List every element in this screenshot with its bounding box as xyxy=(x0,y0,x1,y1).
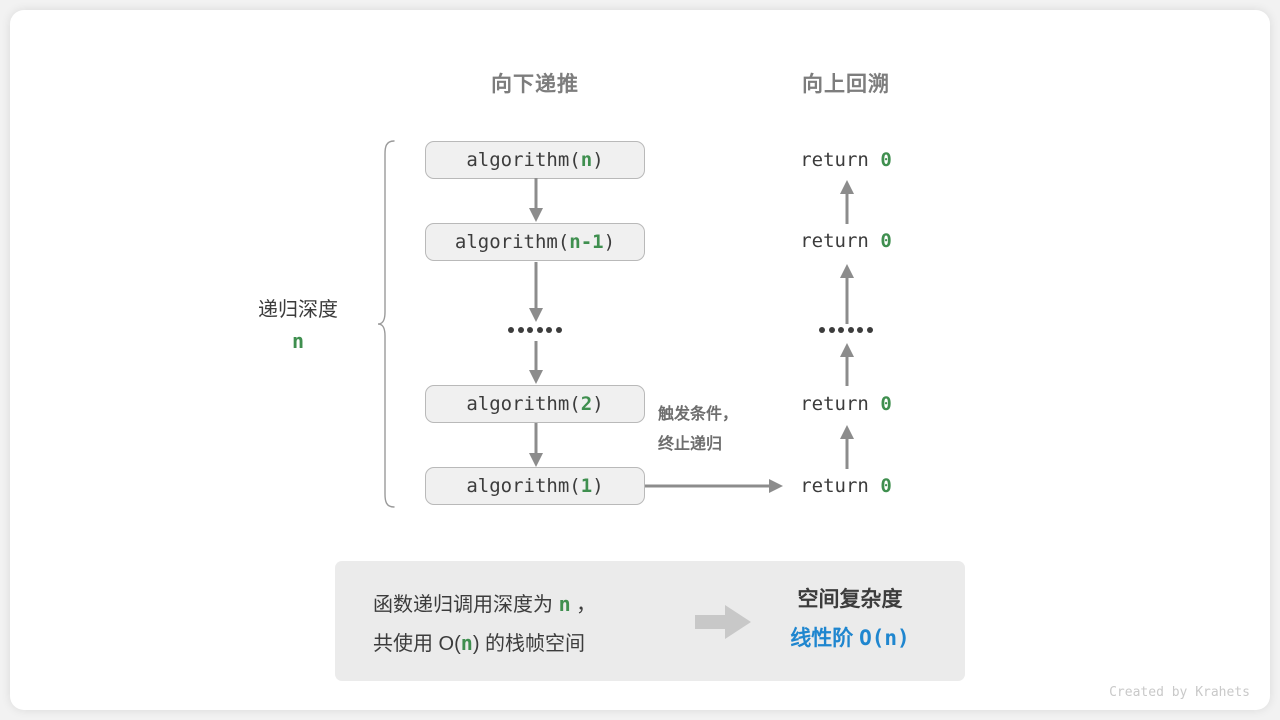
summary-line-1-pre: 函数递归调用深度为 xyxy=(373,594,559,616)
summary-line-2-post: ) 的栈帧空间 xyxy=(472,633,586,655)
return-label-0: return 0 xyxy=(756,149,936,171)
down-arrow-icon-2 xyxy=(529,262,543,322)
complexity-order: 线性阶 xyxy=(790,627,854,650)
diagram-card: 向下递推 向上回溯 递归深度 n algorithm(n) algorithm(… xyxy=(10,10,1270,710)
call-box-3-close: ) xyxy=(592,475,604,497)
trigger-note: 触发条件， 终止递归 xyxy=(658,400,738,460)
return-keyword-0: return xyxy=(800,149,869,171)
heading-upward-backtrack: 向上回溯 xyxy=(802,73,890,96)
up-arrow-icon-1 xyxy=(840,180,854,224)
complexity-title: 空间复杂度 xyxy=(797,588,903,611)
base-case-arrow-icon xyxy=(645,479,783,493)
call-box-1-fn: algorithm( xyxy=(454,231,570,253)
return-label-1: return 0 xyxy=(756,230,936,252)
trigger-note-line1: 触发条件， xyxy=(658,406,739,423)
footer-credit: Created by Krahets xyxy=(1109,685,1250,700)
call-box-2[interactable]: algorithm(2) xyxy=(425,385,645,423)
call-box-1[interactable]: algorithm(n-1) xyxy=(425,223,645,261)
recursion-depth-label: 递归深度 xyxy=(258,299,338,321)
up-arrow-icon-3 xyxy=(840,343,854,386)
call-box-2-arg: 2 xyxy=(580,393,593,415)
call-box-3-arg: 1 xyxy=(580,475,593,497)
left-ellipsis-icon xyxy=(445,327,625,333)
call-box-3[interactable]: algorithm(1) xyxy=(425,467,645,505)
down-arrow-icon-3 xyxy=(529,341,543,384)
call-box-2-fn: algorithm( xyxy=(466,393,581,415)
block-arrow-icon xyxy=(695,605,751,639)
return-value-0: 0 xyxy=(880,149,892,171)
call-box-1-close: ) xyxy=(603,231,616,253)
down-arrow-icon-4 xyxy=(529,423,543,467)
summary-line-2-var: n xyxy=(460,631,473,655)
heading-downward-recursion: 向下递推 xyxy=(491,73,579,96)
call-box-0-close: ) xyxy=(592,149,604,171)
down-arrow-icon-1 xyxy=(529,178,543,222)
summary-line-1-post: ， xyxy=(570,594,597,616)
recursion-depth-value: n xyxy=(291,329,305,353)
summary-line-2: 共使用 O(n) 的栈帧空间 xyxy=(373,624,596,663)
return-value-3: 0 xyxy=(880,475,892,497)
call-box-0-fn: algorithm( xyxy=(466,149,581,171)
call-box-3-fn: algorithm( xyxy=(466,475,581,497)
right-ellipsis-icon xyxy=(756,327,936,333)
complexity-notation: O(n) xyxy=(859,626,910,650)
call-box-0[interactable]: algorithm(n) xyxy=(425,141,645,179)
up-arrow-icon-4 xyxy=(840,425,854,469)
call-box-1-arg: n-1 xyxy=(569,231,604,253)
summary-line-1-var: n xyxy=(558,592,571,616)
summary-line-1: 函数递归调用深度为 n ， xyxy=(373,585,596,624)
return-value-2: 0 xyxy=(880,393,892,415)
call-box-2-close: ) xyxy=(592,393,604,415)
return-label-3: return 0 xyxy=(756,475,936,497)
return-keyword-1: return xyxy=(800,230,869,252)
trigger-note-line2: 终止递归 xyxy=(658,436,723,453)
summary-panel: 函数递归调用深度为 n ， 共使用 O(n) 的栈帧空间 空间复杂度 线性阶 O… xyxy=(335,561,965,681)
call-box-0-arg: n xyxy=(580,149,593,171)
return-label-2: return 0 xyxy=(756,393,936,415)
depth-brace-icon xyxy=(377,140,395,508)
return-keyword-2: return xyxy=(800,393,869,415)
summary-text: 函数递归调用深度为 n ， 共使用 O(n) 的栈帧空间 xyxy=(373,585,596,663)
return-keyword-3: return xyxy=(800,475,869,497)
up-arrow-icon-2 xyxy=(840,264,854,324)
complexity-value: 线性阶 O(n) xyxy=(735,622,965,652)
return-value-1: 0 xyxy=(880,230,892,252)
summary-line-2-pre: 共使用 O( xyxy=(373,633,461,655)
